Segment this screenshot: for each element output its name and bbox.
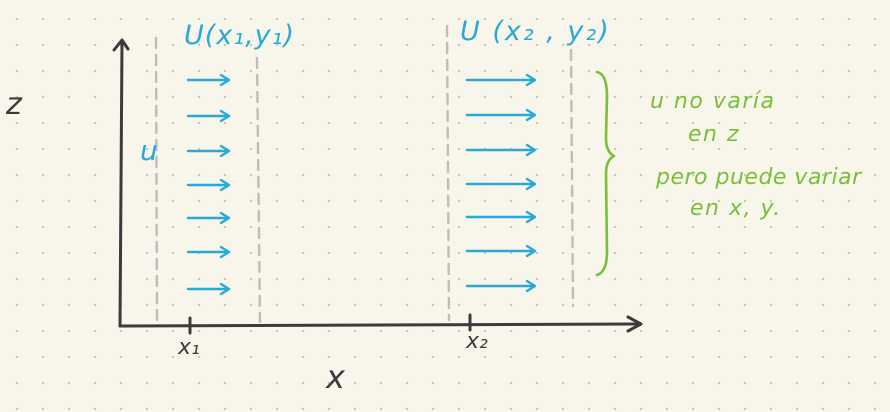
guide-line-3 xyxy=(445,24,451,322)
arrow xyxy=(465,108,537,122)
arrow xyxy=(465,177,537,191)
guide-line-2 xyxy=(255,56,262,324)
x-axis-label: x xyxy=(325,358,346,396)
arrow xyxy=(186,245,231,259)
arrow xyxy=(465,244,537,258)
velocity-arrows-x1 xyxy=(186,73,231,296)
x1-tick-label: x₁ xyxy=(177,335,200,360)
x-axis-arrowhead xyxy=(626,315,643,333)
z-axis-arrowhead xyxy=(112,38,130,52)
arrow xyxy=(465,73,537,87)
arrow xyxy=(186,144,231,158)
arrow xyxy=(186,211,231,225)
arrow xyxy=(186,178,231,192)
z-axis-line xyxy=(118,40,124,328)
arrow xyxy=(186,282,231,296)
curly-brace xyxy=(595,70,616,277)
z-axis-label: z xyxy=(5,87,23,122)
arrow xyxy=(465,279,537,293)
note-line-4: en x, y. xyxy=(690,196,782,221)
arrow xyxy=(465,210,537,224)
velocity-arrows-x2 xyxy=(465,73,537,293)
velocity-label-x2: U (x₂ , y₂) xyxy=(460,16,611,47)
note-line-1: u no varía xyxy=(650,89,775,114)
note-line-2: en z xyxy=(688,122,740,147)
note-line-3: pero puede variar xyxy=(655,165,863,190)
arrow xyxy=(465,143,537,157)
axes xyxy=(112,38,643,335)
note: u no varía en z pero puede variar en x, … xyxy=(650,89,863,221)
arrow xyxy=(186,109,231,123)
x2-tick-label: x₂ xyxy=(465,329,488,354)
u-left-label: u xyxy=(140,134,158,167)
arrow xyxy=(186,73,231,87)
x-axis-line xyxy=(118,322,642,328)
dashed-guides xyxy=(154,24,575,324)
guide-line-4 xyxy=(569,48,575,308)
velocity-label-x1: U(x₁,y₁) xyxy=(184,20,295,51)
guide-line-1 xyxy=(154,36,159,324)
